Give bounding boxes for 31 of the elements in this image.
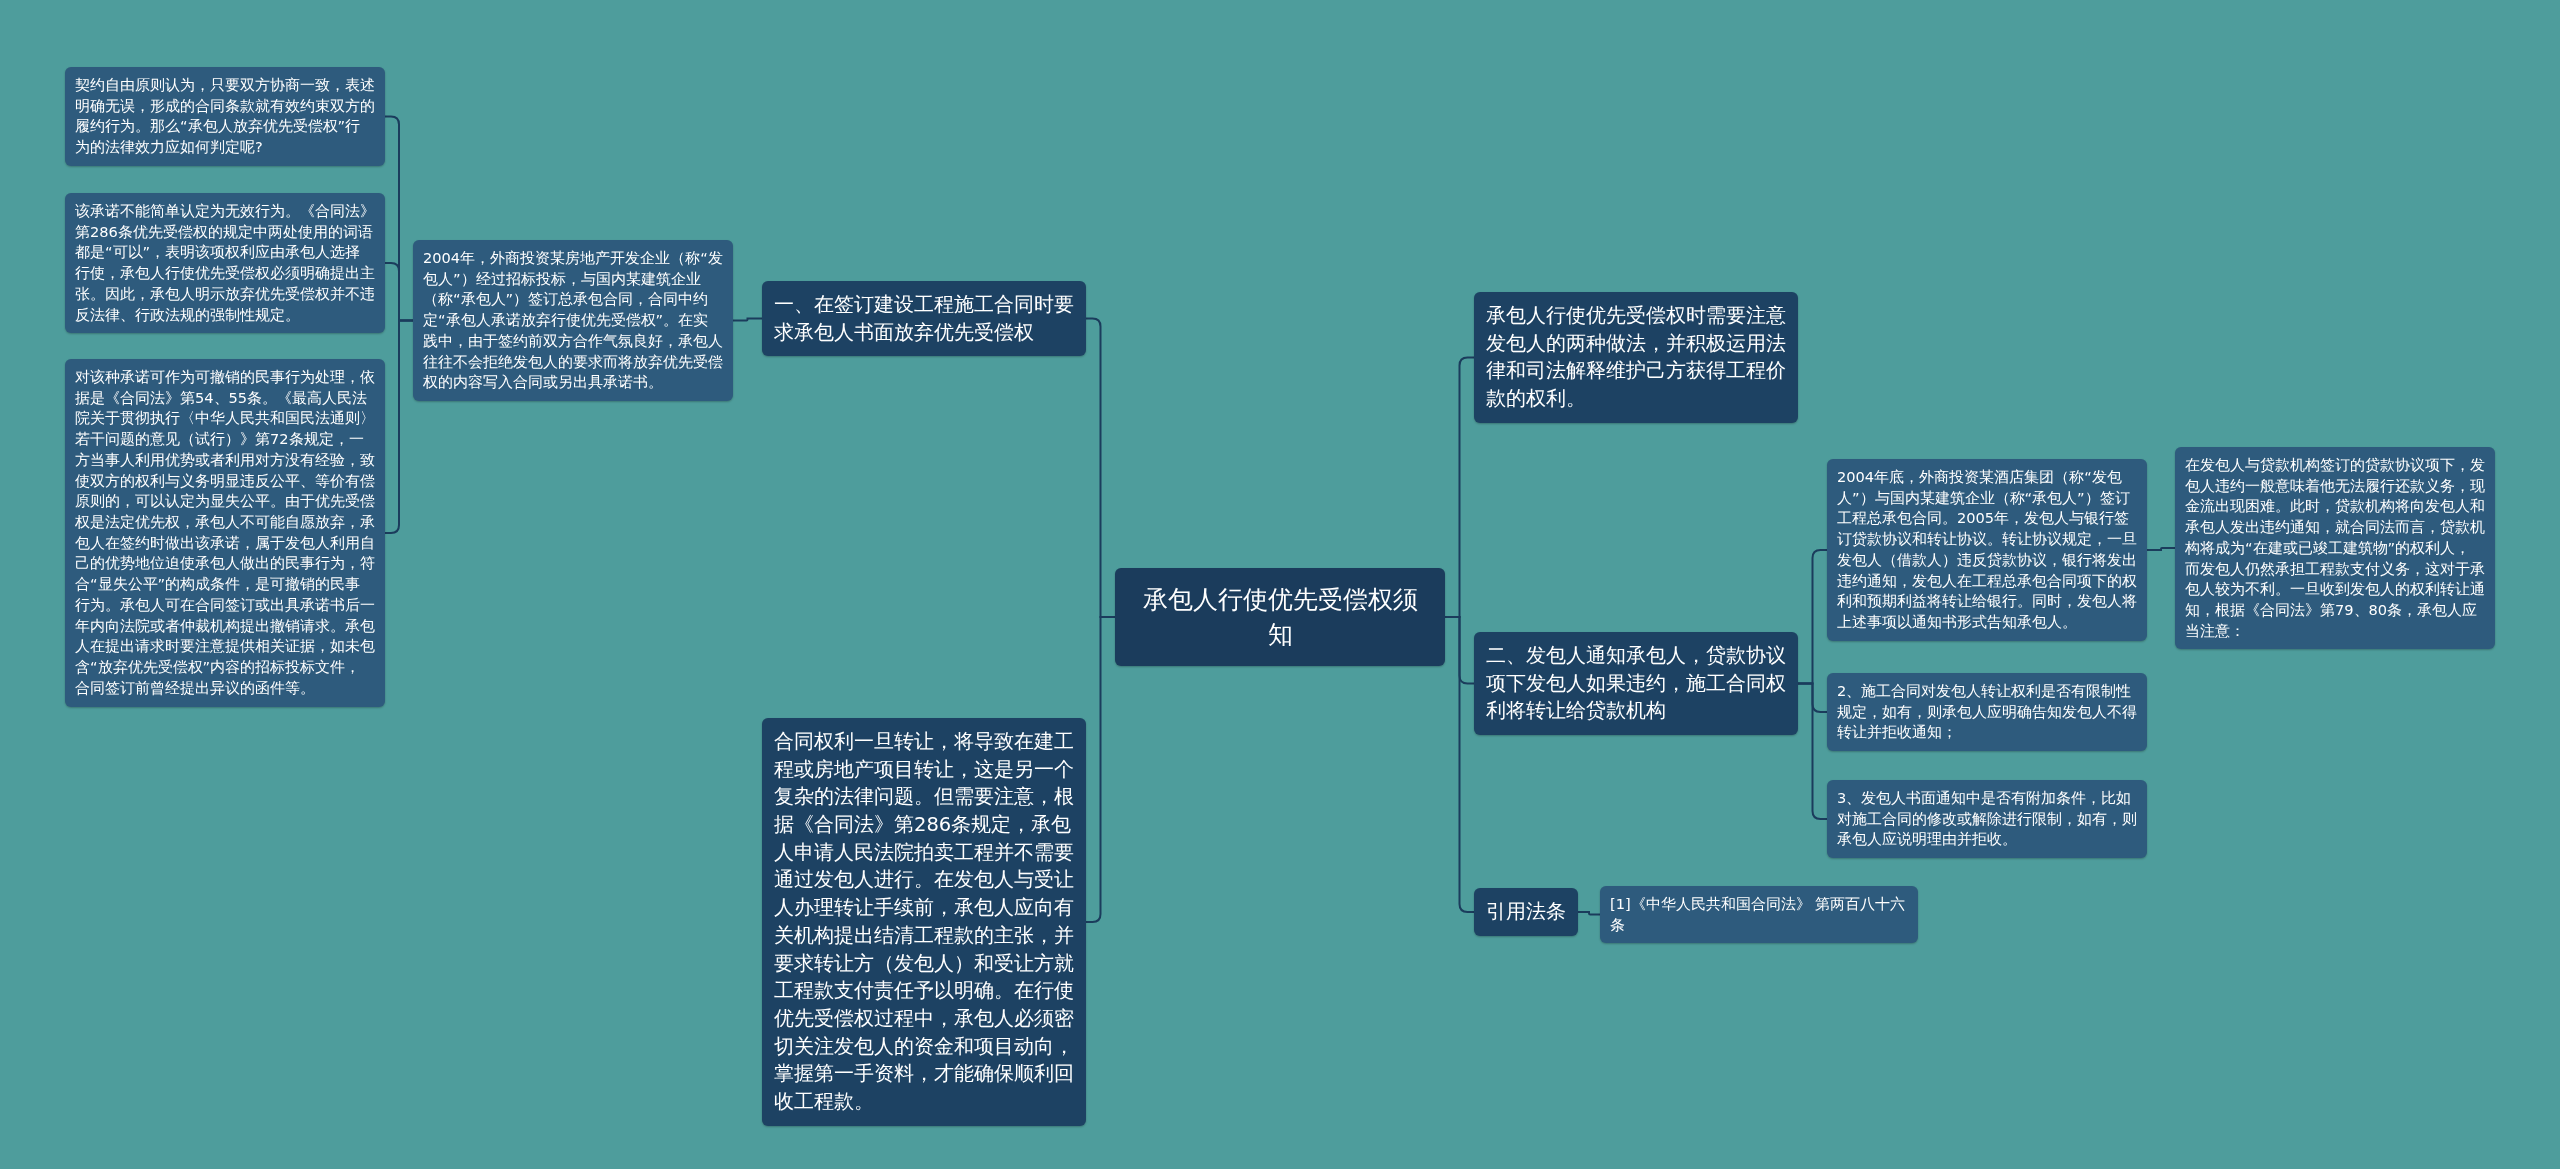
branch-box [1474,632,1798,736]
node-text: 承包人行使优先受偿权时需要注意发包人的两种做法，并积极运用法律和司法解释维护己方获得工程价款的权利。 [1486,303,1786,413]
node-text: 2、施工合同对发包人转让权利是否有限制性规定，如有，则承包人应明确告知发包人不得转让并拒收通知； [1837,681,2137,743]
note-box [1827,780,2147,859]
node-text: 二、发包人通知承包人，贷款协议项下发包人如果违约，施工合同权利将转让给贷款机构 [1486,643,1786,725]
node-text: 合同权利一旦转让，将导致在建工程或房地产项目转让，这是另一个复杂的法律问题。但需要注意，根据《合同法》第286条规定，承包人申请人民法院拍卖工程并不需要通过发包人进行。在发包人与受让人办理转让手续前，承包人应向有关机构提出结清工程款的主张，并要求转让方（发包人）和受让方就工程款支付责任予以明确。在行使优先受偿权过程中，承包人必须密切关注发包人的资金和项目动向，掌握第一手资料，才能确保顺利回收工程款。 [774,729,1074,1115]
connector-line [732,317,763,322]
note-box [65,193,385,334]
branch-box [1474,888,1578,936]
note-box [1600,886,1918,944]
connector-line [1085,616,1116,923]
node-text: 该承诺不能简单认定为无效行为。《合同法》第286条优先受偿权的规定中两处使用的词语都是“可以”，表明该项权利应由承包人选择行使，承包人行使优先受偿权必须明确提出主张。因此，承包人明示放弃优先受偿权并不违反法律、行政法规的强制性规定。 [75,201,375,325]
topic-box [1115,568,1445,666]
node-text: 2004年底，外商投资某酒店集团（称“发包人”）与国内某建筑企业（称“承包人”）签订工程总承包合同。2005年，发包人与银行签订贷款协议和转让协议。转让协议规定，一旦发包人（借款人）违反贷款协议，银行将发出违约通知，发包人在工程总承包合同项下的权利和预期利益将转让给银行。同时，发包人将上述事项以通知书形式告知承包人。 [1837,467,2137,633]
node-text: [1]《中华人民共和国合同法》 第两百八十六条 [1610,894,1907,935]
node-text: 引用法条 [1486,899,1566,925]
connector-line [1577,911,1601,916]
node-text: 2004年，外商投资某房地产开发企业（称“发包人”）经过招标投标，与国内某建筑企业（称“承包人”）签订总承包合同，合同中约定“承包人承诺放弃行使优先受偿权”。在实践中，由于签约前双方合作气氛良好，承包人往往不会拒绝发包人的要求而将放弃优先受偿权的内容写入合同或另出具承诺书。 [423,248,723,393]
note-box [413,240,733,402]
node-text: 契约自由原则认为，只要双方协商一致，表述明确无误，形成的合同条款就有效约束双方的履约行为。那么“承包人放弃优先受偿权”行为的法律效力应如何判定呢? [75,75,375,158]
branch-box [762,281,1086,357]
node-text: 在发包人与贷款机构签订的贷款协议项下，发包人违约一般意味着他无法履行还款义务，现金流出现困难。此时，贷款机构将向发包人和承包人发出违约通知，就合同法而言，贷款机构将成为“在建或已竣工建筑物”的权利人，而发包人仍然承担工程款支付义务，这对于承包人较为不利。一旦收到发包人的权利转让通知，根据《合同法》第79、80条，承包人应当注意： [2185,455,2485,641]
connector-line [1444,616,1475,913]
connector-line [2146,547,2176,551]
branch-box [1474,292,1798,423]
node-text: 承包人行使优先受偿权须知 [1141,584,1419,651]
node-text: 一、在签订建设工程施工合同时要求承包人书面放弃优先受偿权 [774,292,1074,346]
node-text: 对该种承诺可作为可撤销的民事行为处理，依据是《合同法》第54、55条。《最高人民法院关于贯彻执行〈中华人民共和国民法通则〉若干问题的意见（试行）》第72条规定，一方当事人利用优势或者利用对方没有经验，致使双方的权利与义务明显违反公平、等价有偿原则的，可以认定为显失公平。由于优先受偿权是法定优先权，承包人不可能自愿放弃，承包人在签约时做出该承诺，属于发包人利用自己的优势地位迫使承包人做出的民事行为，符合“显失公平”的构成条件，是可撤销的民事行为。承包人可在合同签订或出具承诺书后一年内向法院或者仲裁机构提出撤销请求。承包人在提出请求时要注意提供相关证据，如未包含“放弃优先受偿权”内容的招标投标文件，合同签订前曾经提出异议的函件等。 [75,367,375,698]
node-text: 3、发包人书面通知中是否有附加条件，比如对施工合同的修改或解除进行限制，如有，则承包人应说明理由并拒收。 [1837,788,2137,850]
note-box [65,67,385,166]
note-box [1827,673,2147,752]
